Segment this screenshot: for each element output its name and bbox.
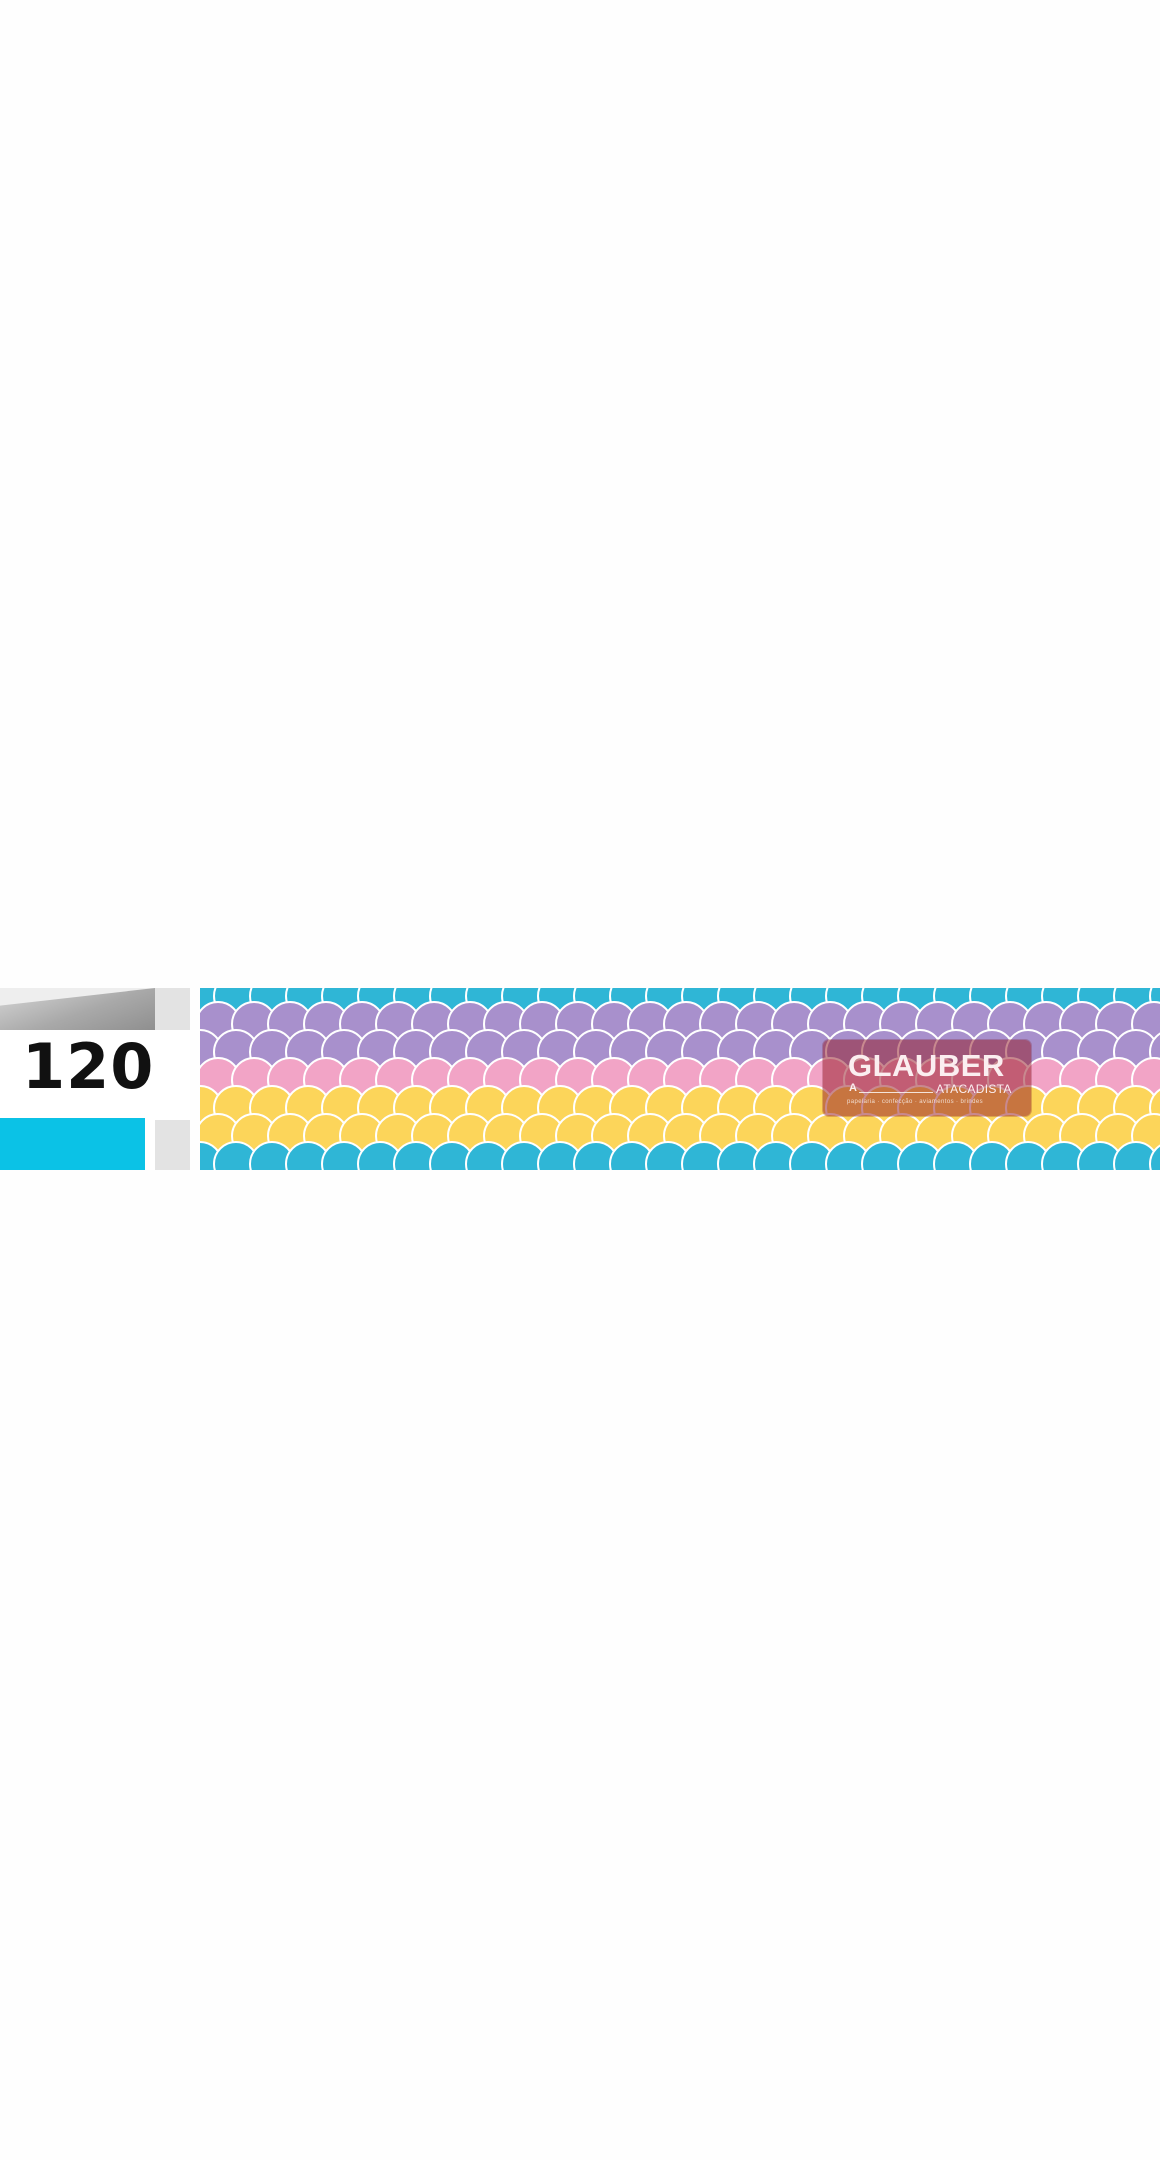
brand-tagline: papelaria · confecção · aviamentos · bri… [847, 1099, 983, 1105]
brand-name: GLAUBER [848, 1048, 1005, 1083]
ribbon-scale [1149, 1144, 1160, 1170]
brand-watermark: GLAUBER A ATACADISTA papelaria · confecç… [823, 1040, 1031, 1116]
brand-mark: A [849, 1082, 857, 1094]
ribbon-product-strip: 120 GLAUBER A ATACADISTA papelaria · con… [0, 988, 1160, 1170]
tag-cyan-bar [0, 1118, 145, 1170]
ribbon-number: 120 [22, 1030, 155, 1103]
brand-divider [859, 1092, 933, 1093]
brand-subtitle: ATACADISTA [936, 1082, 1012, 1096]
ribbon-size-tag: 120 [0, 988, 190, 1170]
tag-side-stripe-gap [155, 1030, 190, 1120]
